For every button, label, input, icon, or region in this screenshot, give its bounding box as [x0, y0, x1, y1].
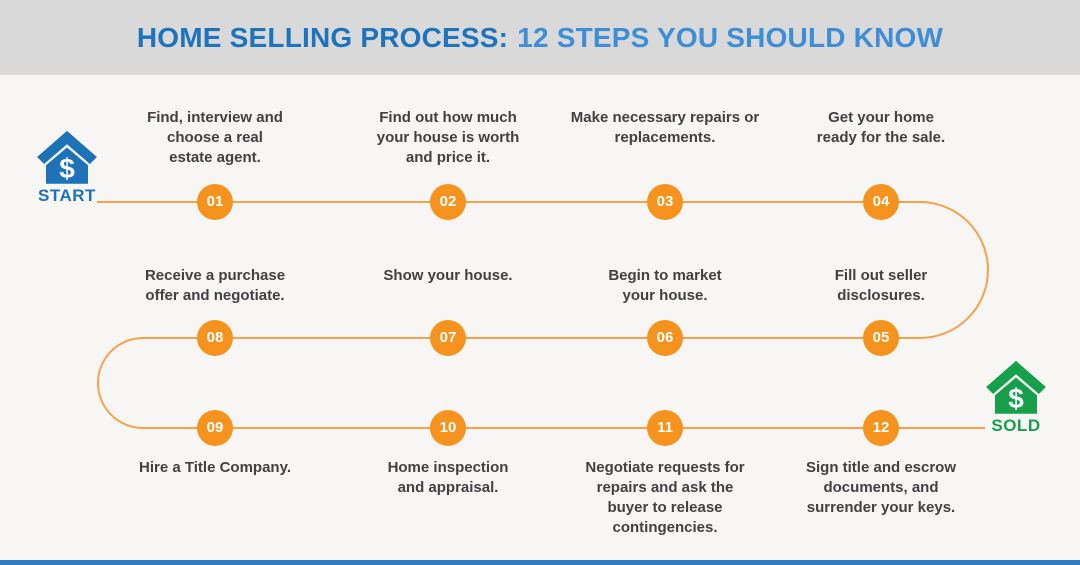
sold-label: SOLD: [991, 416, 1041, 435]
step-01-label: Find, interview and choose a real estate…: [147, 109, 283, 166]
step-03-badge: 03: [647, 184, 683, 220]
step-11-label: Negotiate requests for repairs and ask t…: [585, 459, 745, 536]
step-04-label: Get your home ready for the sale.: [816, 109, 946, 146]
page-title-secondary: 12 STEPS YOU SHOULD KNOW: [517, 21, 944, 53]
step-09: 09 Hire a Title Company.: [85, 410, 345, 476]
step-12-badge: 12: [863, 410, 899, 446]
step-11: 11 Negotiate requests for repairs and as…: [535, 410, 795, 536]
step-06-badge: 06: [647, 320, 683, 356]
start-label: START: [38, 186, 96, 205]
bottom-accent-bar: [0, 560, 1080, 565]
step-12: 12 Sign title and escrow documents, and …: [751, 410, 1011, 516]
svg-text:$: $: [1008, 383, 1024, 414]
step-11-badge: 11: [647, 410, 683, 446]
step-07-label: Show your house.: [383, 267, 513, 284]
step-02: 02 Find out how much your house is worth…: [318, 109, 578, 220]
step-06: 06 Begin to market your house.: [535, 267, 795, 356]
page-title: HOME SELLING PROCESS: 12 STEPS YOU SHOUL…: [137, 22, 943, 54]
header-band: HOME SELLING PROCESS: 12 STEPS YOU SHOUL…: [0, 0, 1080, 75]
page-title-primary: HOME SELLING PROCESS:: [136, 21, 509, 53]
step-05-badge: 05: [863, 320, 899, 356]
step-06-label: Begin to market your house.: [608, 267, 722, 304]
step-01: 01 Find, interview and choose a real est…: [85, 109, 345, 220]
step-02-label: Find out how much your house is worth an…: [376, 109, 520, 166]
step-08-badge: 08: [197, 320, 233, 356]
step-10: 10 Home inspection and appraisal.: [318, 410, 578, 496]
step-08-label: Receive a purchase offer and negotiate.: [144, 267, 286, 304]
step-08: 08 Receive a purchase offer and negotiat…: [85, 267, 345, 356]
step-02-badge: 02: [430, 184, 466, 220]
step-05: 05 Fill out seller disclosures.: [751, 267, 1011, 356]
step-05-label: Fill out seller disclosures.: [834, 267, 928, 304]
step-07: 07 Show your house.: [318, 267, 578, 356]
svg-text:$: $: [59, 153, 75, 184]
step-03: 03 Make necessary repairs or replacement…: [535, 109, 795, 220]
step-04: 04 Get your home ready for the sale.: [751, 109, 1011, 220]
step-10-label: Home inspection and appraisal.: [387, 459, 509, 496]
step-03-label: Make necessary repairs or replacements.: [570, 109, 760, 146]
step-04-badge: 04: [863, 184, 899, 220]
step-01-badge: 01: [197, 184, 233, 220]
sold-endpoint: $ SOLD: [984, 359, 1048, 436]
step-10-badge: 10: [430, 410, 466, 446]
step-12-label: Sign title and escrow documents, and sur…: [805, 459, 957, 516]
step-09-badge: 09: [197, 410, 233, 446]
start-house-dollar-icon: $: [37, 130, 97, 184]
step-07-badge: 07: [430, 320, 466, 356]
step-09-label: Hire a Title Company.: [139, 459, 291, 476]
start-endpoint: $ START: [35, 129, 99, 206]
sold-house-dollar-icon: $: [986, 360, 1046, 414]
